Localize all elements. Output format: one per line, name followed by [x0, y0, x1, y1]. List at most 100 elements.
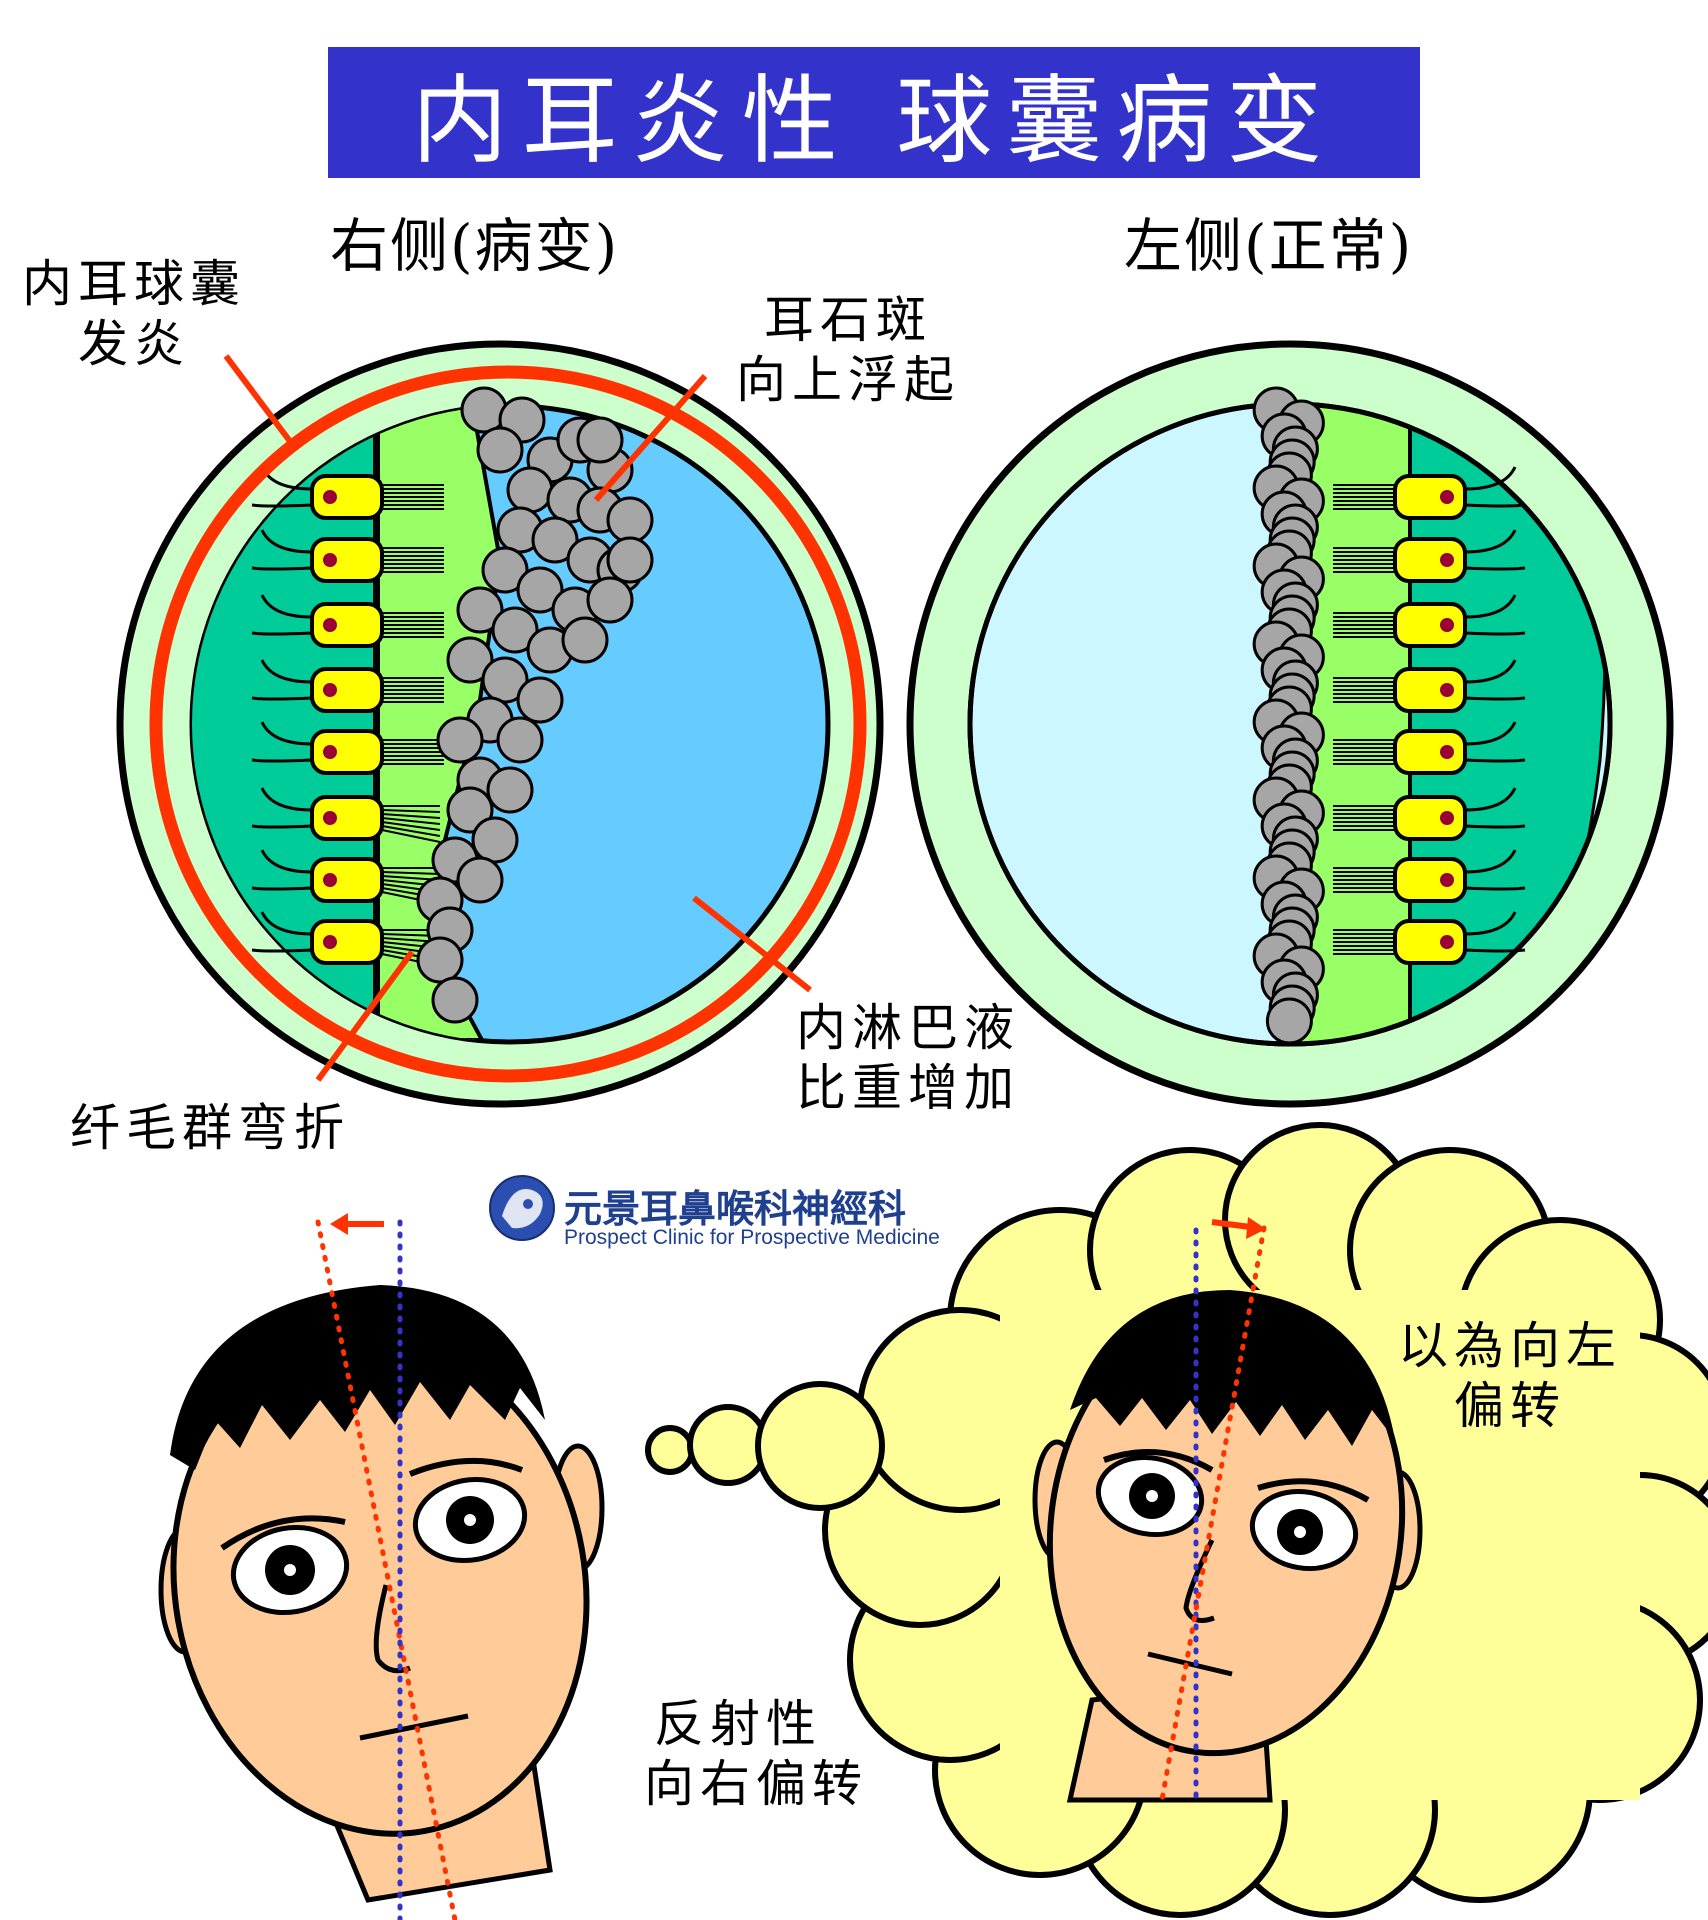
hair-cell-nucleus [323, 935, 337, 949]
hair-cell [310, 919, 384, 965]
thought-bubble-medium [687, 1404, 769, 1486]
hair-cell-nucleus [1440, 873, 1454, 887]
nerve-fiber [251, 594, 313, 636]
perceived-head-brow-left [1102, 1449, 1214, 1473]
otolith [606, 496, 654, 544]
hair-cell-nucleus [1440, 745, 1454, 759]
perceived-head [1032, 1217, 1423, 1803]
hair-cell-nucleus [323, 811, 337, 825]
hair-cell [1393, 474, 1467, 520]
otolith [481, 546, 529, 594]
hair-cell [310, 857, 384, 903]
hair-cell [1393, 919, 1467, 965]
otolith [576, 416, 624, 464]
inflammation-callout: 内耳球囊 发炎 [22, 254, 246, 374]
hair-cell [1393, 537, 1467, 583]
inflammation-ring [149, 365, 867, 1083]
reflex-head-hair [170, 1285, 545, 1470]
endolymph-callout-line1: 内淋巴液 [796, 999, 1020, 1057]
otolith [516, 566, 564, 614]
cilia-callout: 纤毛群弯折 [70, 1099, 350, 1157]
reflex-head-mouth [359, 1713, 469, 1741]
otolith [491, 606, 539, 654]
nerve-fiber [1464, 659, 1526, 701]
nerve-fiber [251, 529, 313, 571]
reflex-head-brow-left [220, 1515, 346, 1551]
nerve-fiber [1464, 849, 1526, 891]
reflex-head-nose [373, 1584, 411, 1674]
title-banner: 内耳炎性 球囊病变 [328, 47, 1420, 178]
normal-otoliths [1252, 386, 1325, 1045]
nerve-fiber [1464, 594, 1526, 636]
hair-cell-nucleus [323, 553, 337, 567]
otolith [606, 536, 654, 584]
reflex-caption-line1: 反射性 [654, 1695, 822, 1753]
nerve-fiber [1464, 911, 1526, 953]
hair-cell-nucleus [323, 873, 337, 887]
hair-cell-nucleus [1440, 683, 1454, 697]
perceived-head-tilt-line [1159, 1225, 1267, 1803]
normal-saccule-diagram [906, 340, 1674, 1108]
page-title: 内耳炎性 球囊病变 [411, 65, 1337, 177]
clinic-logo-subtitle: Prospect Clinic for Prospective Medicine [564, 1226, 940, 1249]
stereocilium [381, 871, 441, 875]
otolith [476, 426, 524, 474]
hair-cell-nucleus [323, 490, 337, 504]
clinic-logo-emblem [489, 1175, 555, 1241]
nerve-fiber [251, 659, 313, 701]
hair-cell [310, 795, 384, 841]
stereocilium [381, 813, 441, 819]
hair-cell-nucleus [1440, 490, 1454, 504]
stereocilium [381, 821, 441, 831]
perception-caption-line2: 偏转 [1454, 1377, 1566, 1435]
nerve-fiber [1464, 787, 1526, 829]
hair-cell [1393, 857, 1467, 903]
reflex-head-tilt-line [315, 1219, 458, 1920]
otolith-callout: 耳石斑 向上浮起 [736, 290, 960, 410]
hair-cell [1393, 795, 1467, 841]
otolith [456, 586, 504, 634]
abnormal-side-heading: 右侧(病变) [330, 212, 620, 280]
hair-cell-nucleus [1440, 618, 1454, 632]
abnormal-otoliths [416, 386, 654, 1024]
thought-bubble-small [645, 1425, 695, 1475]
inflammation-callout-line2: 发炎 [78, 315, 190, 373]
otolith [436, 716, 484, 764]
endolymph-leader [692, 895, 812, 993]
otolith [446, 636, 494, 684]
perception-caption: 以為向左 偏转 [1398, 1316, 1622, 1436]
hair-cell-nucleus [323, 683, 337, 697]
cilia-leader [315, 950, 415, 1082]
otolith [486, 766, 534, 814]
hair-cell [1393, 667, 1467, 713]
hair-cell [1393, 729, 1467, 775]
hair-cell [310, 602, 384, 648]
perception-caption-line1: 以為向左 [1398, 1317, 1622, 1375]
hair-cell [310, 667, 384, 713]
otolith [561, 616, 609, 664]
thought-bubble-large [755, 1381, 885, 1511]
stereocilium [381, 817, 441, 825]
perceived-head-nose [1183, 1538, 1215, 1623]
reflex-caption-line2: 向右偏转 [644, 1755, 868, 1813]
hair-cell-nucleus [1440, 553, 1454, 567]
nerve-fiber [251, 721, 313, 763]
nerve-fiber [251, 787, 313, 829]
otolith [506, 466, 554, 514]
hair-cell [310, 537, 384, 583]
abnormal-saccule-diagram [116, 340, 884, 1108]
stereocilium [381, 825, 441, 837]
endolymph-callout: 内淋巴液 比重增加 [796, 998, 1020, 1118]
hair-cell [310, 474, 384, 520]
hair-cell-nucleus [1440, 811, 1454, 825]
hair-cell [310, 729, 384, 775]
stereocilium [381, 829, 441, 843]
nerve-fiber [1464, 466, 1526, 508]
hair-cell [1393, 602, 1467, 648]
perceived-head-hair [1070, 1290, 1395, 1446]
otolith-callout-line2: 向上浮起 [736, 351, 960, 409]
reflex-caption: 反射性 向右偏转 [644, 1694, 868, 1814]
hair-cell-nucleus [323, 745, 337, 759]
hair-cell-nucleus [323, 618, 337, 632]
